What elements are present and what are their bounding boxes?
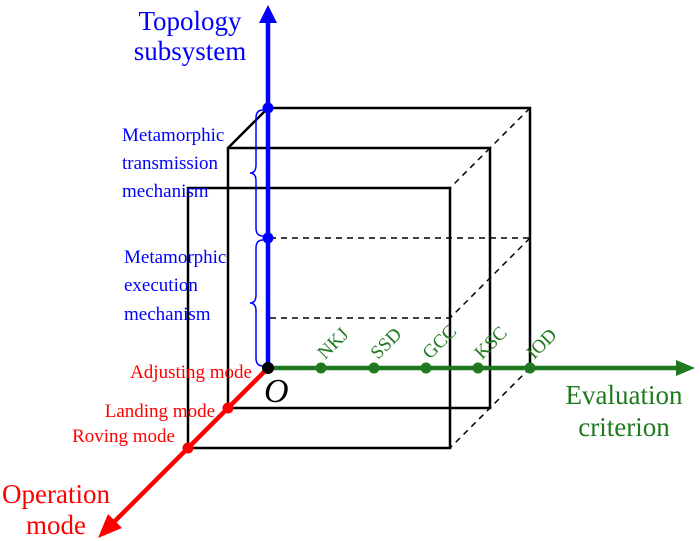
criterion-point-ksc: [472, 362, 484, 374]
segment-transmission-line2: transmission: [122, 153, 219, 174]
mode-label-roving: Roving mode: [72, 426, 175, 447]
criterion-point-nkj: [315, 362, 327, 374]
segment-braces: [249, 109, 264, 367]
segment-execution-line2: execution: [124, 275, 198, 296]
horizontal-axis-label-line1: Evaluation: [566, 380, 683, 410]
diagonal-axis: [98, 366, 270, 538]
mode-label-adjusting: Adjusting mode: [130, 362, 252, 383]
horizontal-axis: [268, 360, 695, 376]
segment-execution-line1: Metamorphic: [124, 247, 226, 268]
criterion-label-ksc: KSC: [471, 323, 512, 364]
segment-transmission-line3: mechanism: [122, 181, 209, 202]
criterion-point-gcc: [420, 362, 432, 374]
vertical-axis-point-top: [262, 102, 274, 114]
criterion-point-iod: [524, 362, 536, 374]
segment-transmission-line1: Metamorphic: [122, 125, 224, 146]
criterion-point-ssd: [368, 362, 380, 374]
criterion-label-iod: IOD: [523, 325, 562, 364]
vertical-axis-label-line1: Topology: [138, 6, 242, 36]
criterion-label-ssd: SSD: [367, 324, 406, 363]
brace-transmission: [249, 109, 264, 237]
segment-execution-line3: mechanism: [124, 304, 211, 325]
diagonal-axis-label-line1: Operation: [2, 479, 110, 509]
cube-hidden-edges: [270, 107, 531, 449]
origin-point: [262, 362, 274, 374]
origin-label: O: [264, 373, 289, 410]
vertical-axis-point-mid: [262, 232, 274, 244]
horizontal-axis-label-line2: criterion: [578, 412, 670, 442]
vertical-axis-label-line2: subsystem: [134, 36, 247, 66]
mode-label-landing: Landing mode: [105, 401, 215, 422]
diagonal-axis-label-line2: mode: [26, 510, 86, 540]
mode-point-landing: [222, 402, 234, 414]
brace-execution: [249, 239, 264, 367]
criterion-label-gcc: GCC: [419, 321, 461, 363]
mode-point-roving: [182, 442, 194, 454]
connector-top-left: [227, 107, 269, 149]
vertical-axis: [259, 5, 277, 368]
criterion-label-nkj: NKJ: [314, 324, 353, 363]
